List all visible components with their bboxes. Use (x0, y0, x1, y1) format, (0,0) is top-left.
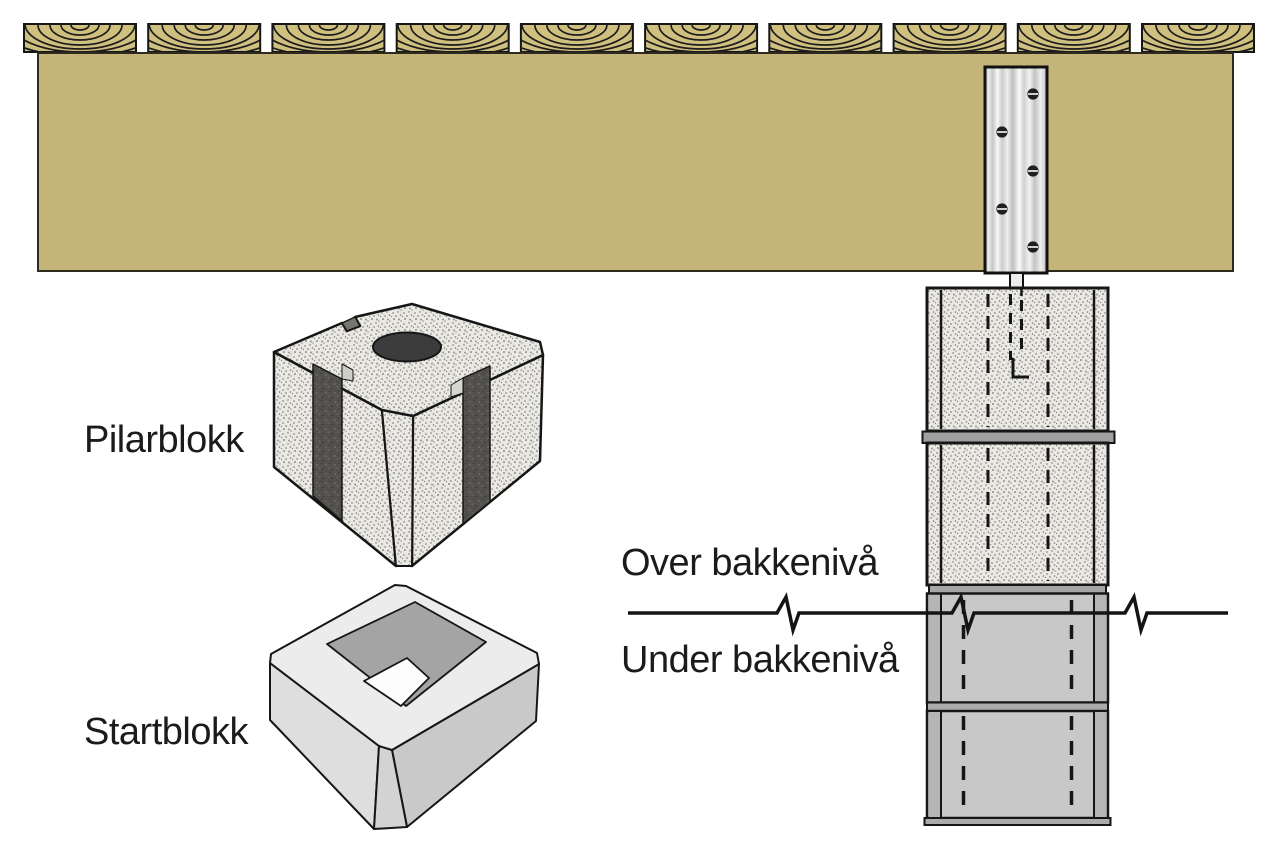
pillar-column-above-ground (921, 286, 1116, 595)
deck-boards (0, 0, 1280, 60)
wood-beam (37, 52, 1234, 272)
above-ground-label: Over bakkenivå (621, 542, 879, 584)
post-anchor-bracket (983, 65, 1049, 289)
screw-icon (1026, 240, 1040, 254)
startblokk-recess (326, 601, 487, 707)
hidden-anchor-bolt (1009, 287, 1029, 379)
pilarblokk-illustration (272, 302, 545, 568)
mortar-joint (928, 584, 1107, 595)
pillar-block-top (925, 286, 1110, 433)
startblokk-label: Startblokk (84, 711, 248, 753)
screw-icon (1026, 164, 1040, 178)
screw-icon (995, 125, 1009, 139)
screw-icon (995, 202, 1009, 216)
pilarblokk-notch (341, 316, 361, 332)
pilarblokk-label: Pilarblokk (84, 419, 244, 461)
anchor-stem (1009, 272, 1024, 289)
below-ground-label: Under bakkenivå (621, 639, 899, 681)
ground-level-line (628, 592, 1228, 637)
screw-icon (1026, 87, 1040, 101)
mortar-joint (926, 701, 1109, 712)
startblokk-illustration (269, 584, 540, 830)
pilarblokk-right-slot (462, 365, 491, 525)
mortar-joint (921, 430, 1116, 444)
ground-block (925, 709, 1110, 820)
startblokk-square-hole (363, 657, 430, 707)
pilarblokk-round-hole (372, 331, 442, 363)
pilarblokk-left-slot (312, 363, 343, 522)
pillar-column-below-ground (923, 592, 1112, 826)
bottom-edge-band (923, 817, 1112, 826)
pillar-block-second (925, 441, 1110, 587)
